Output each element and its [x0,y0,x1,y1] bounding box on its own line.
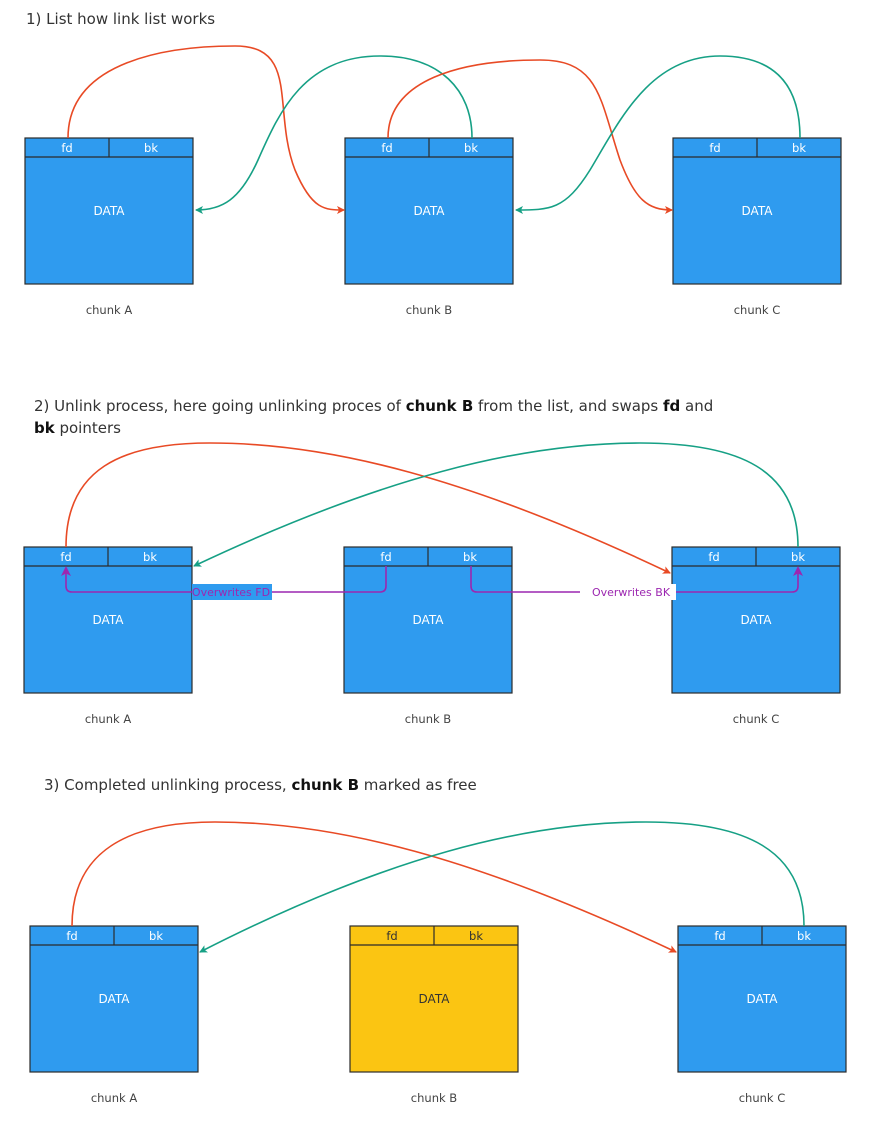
chunk-name: chunk C [733,712,780,726]
chunk-name: chunk B [406,303,453,317]
bk-arrow-c-to-a-final [199,821,805,953]
section3-arrows [71,821,805,953]
bk-pointer-label: bk [792,141,806,155]
bk-pointer-label: bk [797,929,811,943]
fd-pointer-label: fd [708,550,719,564]
chunk-name: chunk A [86,303,133,317]
chunk-name: chunk A [91,1091,138,1105]
section2-title: 2) Unlink process, here going unlinking … [34,397,714,437]
section1-title: 1) List how link list works [26,10,216,28]
chunk-name: chunk C [739,1091,786,1105]
bk-pointer-label: bk [149,929,163,943]
bk-pointer-label: bk [463,550,477,564]
data-label: DATA [741,613,773,627]
fd-pointer-label: fd [381,141,392,155]
fd-pointer-label: fd [380,550,391,564]
fd-arrow-a-to-b [67,45,345,214]
chunk-name: chunk B [405,712,452,726]
fd-arrow-a-to-c [65,442,671,574]
section2-arrows: Overwrites FD Overwrites BK [61,442,803,600]
fd-pointer-label: fd [714,929,725,943]
chunk-name: chunk B [411,1091,458,1105]
data-label: DATA [742,204,774,218]
fd-arrow-b-to-c [387,59,673,214]
section3-title: 3) Completed unlinking process, chunk B … [44,776,477,794]
bk-pointer-label: bk [464,141,478,155]
bk-pointer-label: bk [469,929,483,943]
data-label: DATA [414,204,446,218]
data-label: DATA [419,992,451,1006]
chunk-name: chunk C [734,303,781,317]
bk-arrow-c-to-b [515,55,801,214]
fd-arrow-a-to-c-final [71,821,677,953]
bk-arrow-b-to-a [195,55,473,214]
data-label: DATA [93,613,125,627]
overwrite-fd-label: Overwrites FD [192,586,270,599]
fd-pointer-label: fd [60,550,71,564]
data-label: DATA [94,204,126,218]
fd-pointer-label: fd [66,929,77,943]
bk-pointer-label: bk [791,550,805,564]
chunk-name: chunk A [85,712,132,726]
bk-pointer-label: bk [143,550,157,564]
data-label: DATA [413,613,445,627]
fd-pointer-label: fd [709,141,720,155]
section1-arrows [67,45,801,214]
overwrite-bk-label: Overwrites BK [592,586,671,599]
data-label: DATA [99,992,131,1006]
bk-arrow-c-to-a [193,442,799,567]
bk-pointer-label: bk [144,141,158,155]
fd-pointer-label: fd [386,929,397,943]
data-label: DATA [747,992,779,1006]
fd-pointer-label: fd [61,141,72,155]
